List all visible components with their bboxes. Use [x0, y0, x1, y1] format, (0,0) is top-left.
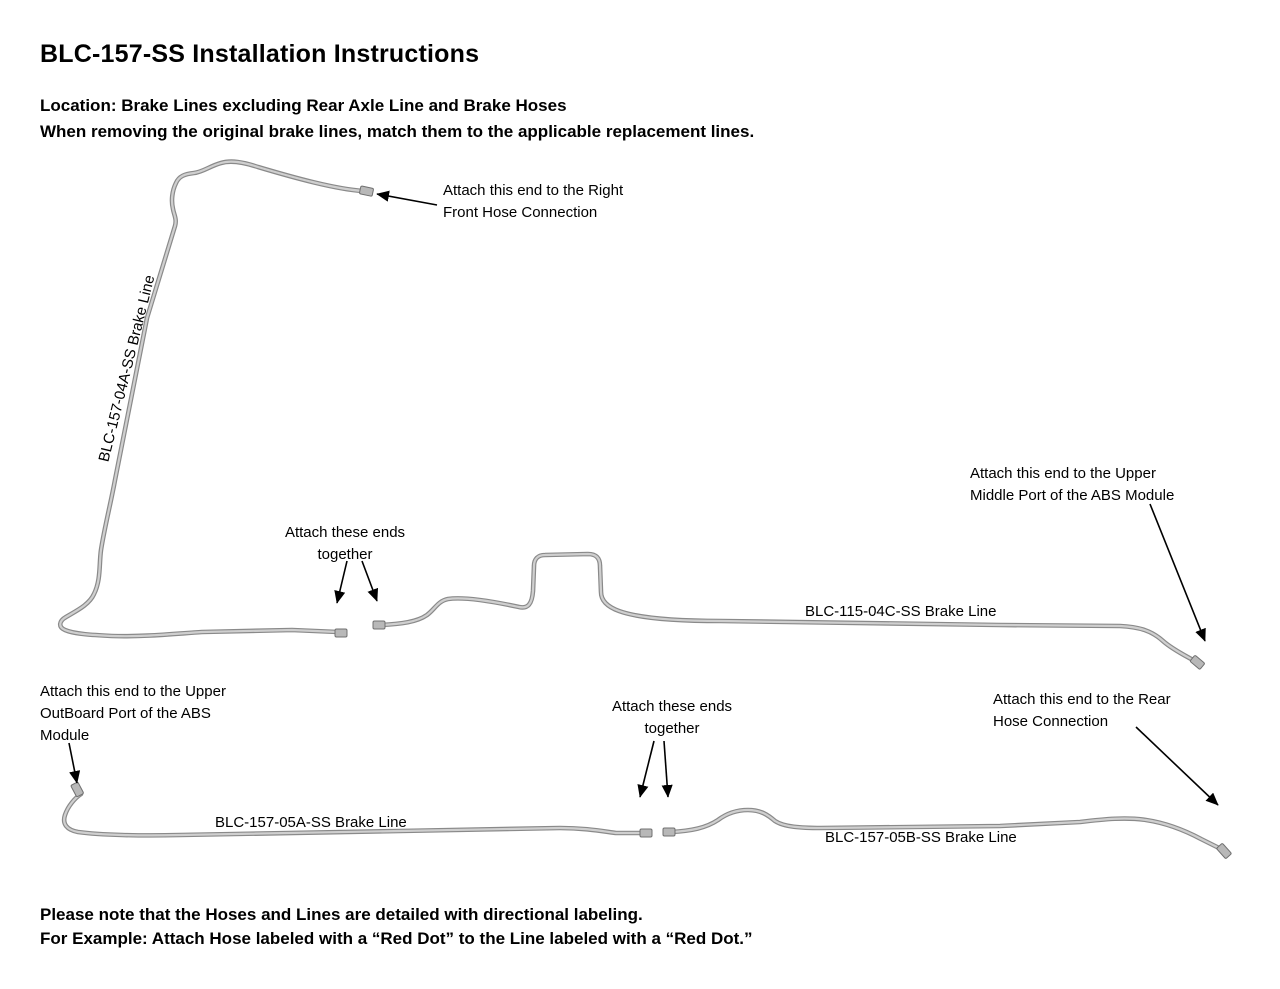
arrow-right-front	[376, 190, 438, 206]
arrow-ends-bottom-left	[637, 740, 655, 798]
location-line-1: Location: Brake Lines excluding Rear Axl…	[40, 96, 567, 115]
brake-line-05b-path	[668, 807, 1228, 854]
annotation-abs-outboard: Attach this end to the Upper OutBoard Po…	[40, 683, 226, 744]
note-line-2: For Example: Attach Hose labeled with a …	[40, 929, 753, 948]
brake-line-04a-path	[57, 159, 366, 639]
fitting-right-front	[359, 185, 374, 197]
label-brake-line-05b: BLC-157-05B-SS Brake Line	[825, 829, 1017, 846]
annotation-abs-upper-middle: Attach this end to the Upper Middle Port…	[970, 465, 1175, 504]
fitting-05a-right-end	[639, 828, 653, 838]
annotation-ends-together-top: Attach these ends together	[284, 524, 406, 563]
fitting-abs-upper-middle	[1189, 655, 1205, 670]
fittings	[70, 185, 1232, 859]
fitting-04a-lower-end	[334, 628, 348, 638]
note-line-1: Please note that the Hoses and Lines are…	[40, 905, 643, 924]
brake-line-05a-path	[61, 791, 644, 838]
arrow-ends-top-left	[334, 560, 348, 604]
annotation-ends-together-bottom: Attach these ends together	[611, 698, 733, 737]
arrow-ends-bottom-right	[661, 740, 673, 798]
annotation-right-front-hose: Attach this end to the Right Front Hose …	[443, 182, 624, 221]
fitting-rear-hose	[1216, 843, 1232, 859]
arrow-rear-hose	[1135, 726, 1219, 806]
label-brake-line-04c: BLC-115-04C-SS Brake Line	[805, 603, 997, 620]
annotation-rear-hose: Attach this end to the Rear Hose Connect…	[993, 691, 1171, 730]
fitting-abs-outboard	[70, 781, 84, 798]
brake-line-04c-path	[378, 551, 1196, 663]
fitting-05b-left-end	[662, 827, 676, 837]
callout-arrows	[68, 190, 1219, 806]
location-line-2: When removing the original brake lines, …	[40, 122, 755, 141]
arrow-abs-outboard	[68, 742, 81, 784]
fitting-04c-left-end	[372, 620, 386, 630]
arrow-ends-top-right	[361, 560, 379, 602]
label-brake-line-05a: BLC-157-05A-SS Brake Line	[215, 814, 407, 831]
arrow-abs-upper-middle	[1149, 503, 1206, 642]
page-title: BLC-157-SS Installation Instructions	[40, 40, 480, 68]
